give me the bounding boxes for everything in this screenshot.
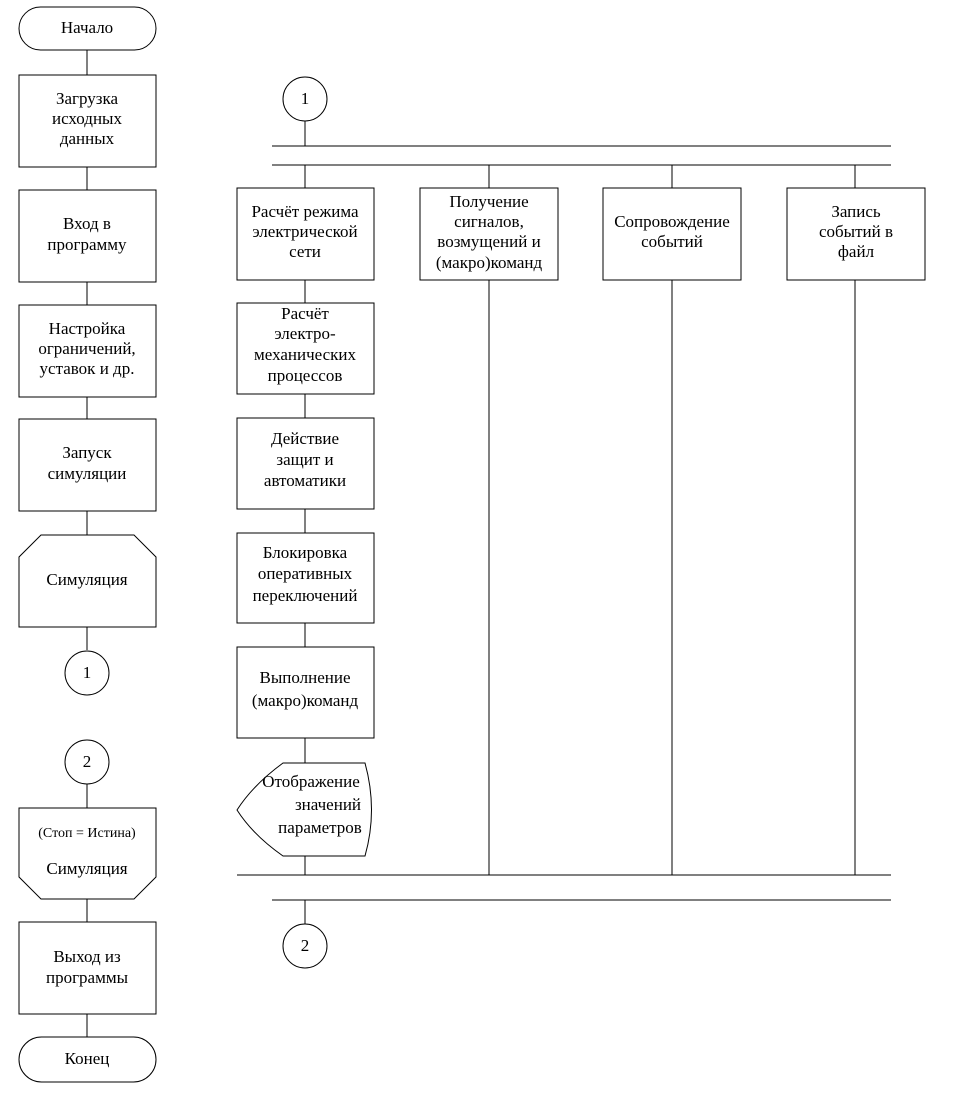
setup-label-line-3: уставок и др.	[40, 359, 135, 378]
setup-process: Настройка ограничений, уставок и др.	[18, 304, 157, 398]
enter-program-process: Вход в программу	[18, 189, 157, 283]
exit-program-label-line-1: Выход из	[53, 947, 121, 966]
display-label-line-3: параметров	[278, 818, 362, 837]
blocking-label-line-3: переключений	[253, 586, 358, 605]
loop-end-condition: (Стоп = Истина)	[38, 826, 136, 841]
setup-label-line-2: ограничений,	[38, 339, 135, 358]
parallel-section-lines	[237, 121, 891, 924]
start-terminator: Начало	[18, 6, 157, 51]
protection-label-line-1: Действие	[271, 429, 339, 448]
display-label-line-2: значений	[295, 795, 361, 814]
loop-start-label: Симуляция	[46, 570, 127, 589]
run-simulation-label-line-2: симуляции	[48, 464, 127, 483]
receive-signals-label-line-4: (макро)команд	[436, 253, 543, 272]
left-connector-2: 2	[64, 739, 110, 785]
parallel-connector-1-label: 1	[301, 89, 310, 108]
calc-mode-label-line-1: Расчёт режима	[251, 202, 359, 221]
left-connector-1: 1	[64, 650, 110, 696]
enter-program-label-line-2: программу	[47, 235, 127, 254]
parallel-connector-1: 1	[282, 76, 328, 122]
display-label-line-1: Отображение	[262, 772, 359, 791]
write-events-label-line-3: файл	[838, 242, 875, 261]
exit-program-label-line-2: программы	[46, 968, 129, 987]
run-simulation-label-line-1: Запуск	[62, 443, 112, 462]
receive-signals-process: Получение сигналов, возмущений и (макро)…	[419, 187, 559, 281]
event-tracking-label-line-1: Сопровождение	[614, 212, 730, 231]
event-tracking-process: Сопровождение событий	[602, 187, 742, 281]
setup-label-line-1: Настройка	[49, 319, 126, 338]
write-events-label-line-2: событий в	[819, 222, 893, 241]
loop-end-shape: (Стоп = Истина) Симуляция	[18, 807, 157, 900]
blocking-label-line-1: Блокировка	[263, 543, 348, 562]
blocking-process: Блокировка оперативных переключений	[236, 532, 375, 624]
end-terminator: Конец	[18, 1036, 157, 1083]
event-tracking-label-line-2: событий	[641, 232, 703, 251]
load-data-label-line-3: данных	[60, 129, 115, 148]
end-label: Конец	[65, 1049, 110, 1068]
left-connector-2-label: 2	[83, 752, 92, 771]
display-shape: Отображение значений параметров	[236, 762, 372, 857]
calc-electromech-label-line-3: механических	[254, 345, 357, 364]
protection-label-line-3: автоматики	[264, 471, 346, 490]
left-connector-1-label: 1	[83, 663, 92, 682]
receive-signals-label-line-1: Получение	[449, 192, 528, 211]
load-data-process: Загрузка исходных данных	[18, 74, 157, 168]
calc-mode-process: Расчёт режима электрической сети	[236, 187, 375, 281]
receive-signals-label-line-3: возмущений и	[437, 232, 540, 251]
loop-end-label: Симуляция	[46, 859, 127, 878]
calc-electromech-label-line-2: электро-	[274, 324, 336, 343]
load-data-label-line-2: исходных	[52, 109, 122, 128]
parallel-connector-2: 2	[282, 923, 328, 969]
calc-electromech-process: Расчёт электро- механических процессов	[236, 302, 375, 395]
loop-start-shape: Симуляция	[18, 534, 157, 628]
protection-process: Действие защит и автоматики	[236, 417, 375, 510]
execute-label-line-1: Выполнение	[259, 668, 350, 687]
protection-label-line-2: защит и	[276, 450, 333, 469]
write-events-label-line-1: Запись	[831, 202, 881, 221]
exit-program-process: Выход из программы	[18, 921, 157, 1015]
calc-electromech-label-line-4: процессов	[268, 366, 343, 385]
execute-process: Выполнение (макро)команд	[236, 646, 375, 739]
calc-mode-label-line-2: электрической	[252, 222, 357, 241]
calc-electromech-label-line-1: Расчёт	[281, 304, 329, 323]
blocking-label-line-2: оперативных	[258, 564, 353, 583]
load-data-label-line-1: Загрузка	[56, 89, 119, 108]
calc-mode-label-line-3: сети	[289, 242, 321, 261]
write-events-process: Запись событий в файл	[786, 187, 926, 281]
execute-label-line-2: (макро)команд	[252, 691, 359, 710]
start-label: Начало	[61, 18, 113, 37]
receive-signals-label-line-2: сигналов,	[454, 212, 524, 231]
run-simulation-process: Запуск симуляции	[18, 418, 157, 512]
parallel-connector-2-label: 2	[301, 936, 310, 955]
enter-program-label-line-1: Вход в	[63, 214, 111, 233]
